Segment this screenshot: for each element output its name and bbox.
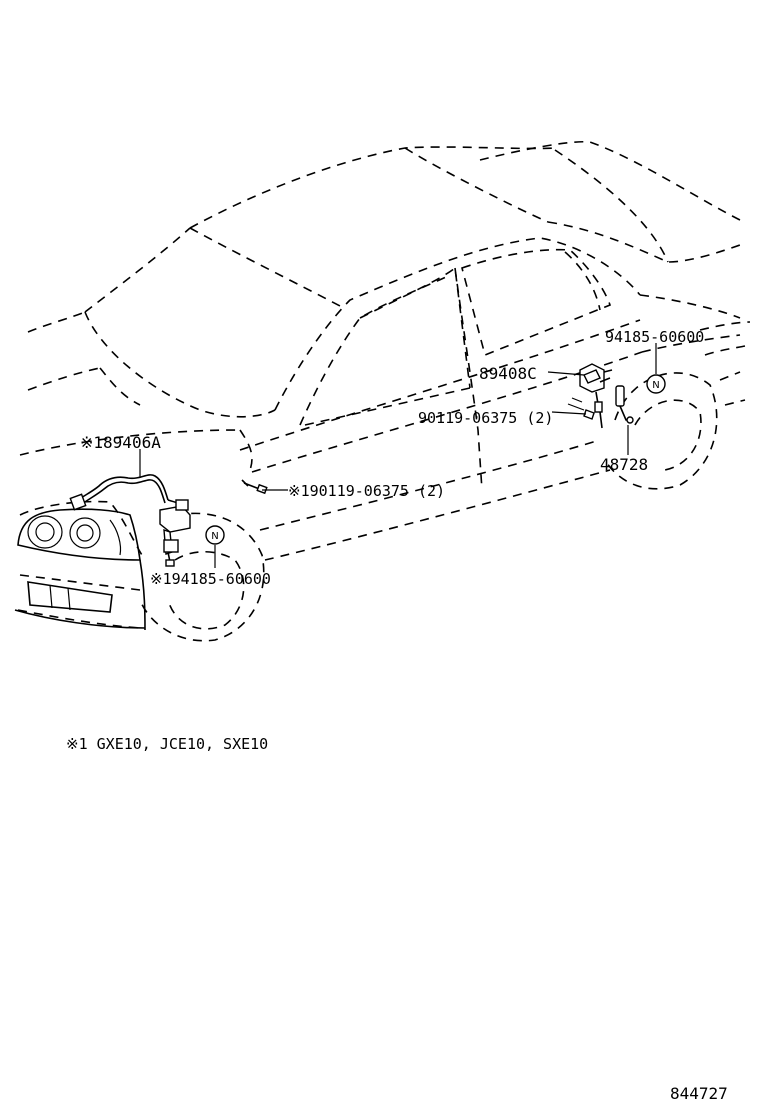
n-marker-front: N — [205, 525, 225, 545]
rear-bolt-90119 — [567, 397, 595, 420]
rear-height-sensor-89408c — [579, 363, 613, 429]
n-marker-rear: N — [646, 374, 666, 394]
label-94185-60600-front: ※194185-60600 — [150, 570, 271, 588]
label-48728: 48728 — [600, 455, 648, 474]
headlight-assembly — [14, 508, 146, 631]
label-89408c: 89408C — [479, 364, 537, 383]
label-94185-60600-rear: 94185-60600 — [605, 328, 704, 346]
label-89406a: ※189406A — [80, 433, 161, 452]
label-90119-06375-rear: 90119-06375 (2) — [418, 409, 553, 427]
front-bolt-90119 — [241, 479, 268, 495]
rear-wheel — [604, 372, 718, 490]
front-height-sensor-89406a — [69, 474, 191, 567]
front-wheel — [139, 512, 265, 642]
svg-text:N: N — [652, 380, 659, 391]
footnote-model-codes: ※1 GXE10, JCE10, SXE10 — [66, 735, 268, 753]
leader-lines — [139, 343, 657, 568]
drawing-number: 844727 — [670, 1084, 728, 1103]
svg-text:N: N — [211, 531, 218, 542]
label-90119-06375-front: ※190119-06375 (2) — [288, 482, 445, 500]
car-body-outline — [17, 140, 751, 629]
rear-link-48728 — [615, 385, 634, 424]
